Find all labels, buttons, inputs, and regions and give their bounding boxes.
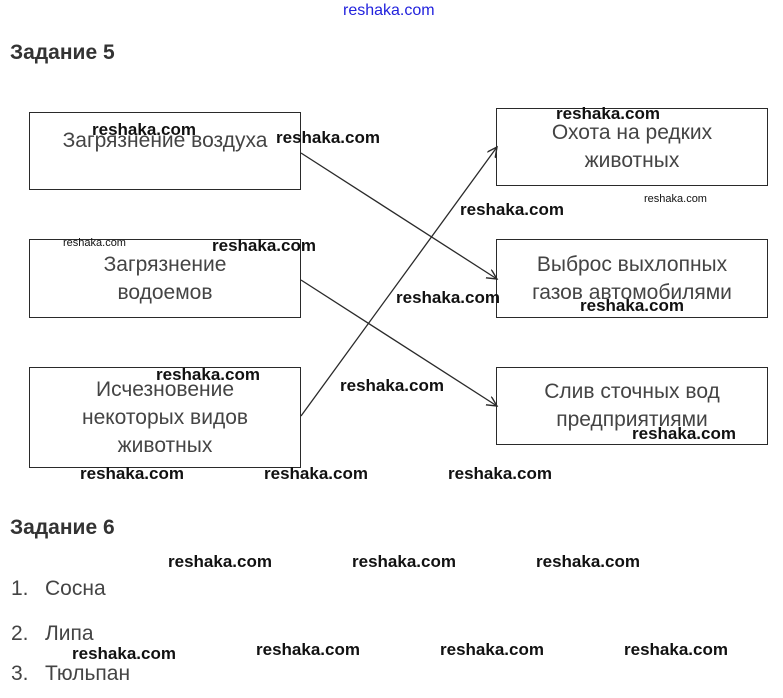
box-sewage-label: Слив сточных вод предприятиями — [544, 380, 720, 431]
watermark: reshaka.com — [264, 464, 368, 483]
box-air-pollution: Загрязнение воздуха — [29, 112, 301, 190]
watermark: reshaka.com — [624, 640, 728, 659]
watermark: reshaka.com — [340, 376, 444, 395]
list-item-label: Тюльпан — [45, 662, 131, 685]
box-species-extinction-label: Исчезновение некоторых видов животных — [81, 377, 249, 457]
watermark: reshaka.com — [460, 200, 564, 219]
list-item: 3. Тюльпан — [11, 662, 130, 686]
watermark: reshaka.com — [212, 236, 316, 255]
task6-heading: Задание 6 — [10, 516, 115, 539]
box-water-pollution: Загрязнение водоемов — [29, 239, 301, 318]
box-water-pollution-label: Загрязнение водоемов — [103, 252, 227, 304]
watermark: reshaka.com — [580, 296, 684, 315]
box-exhaust-label: Выброс выхлопных газов автомобилями — [532, 252, 732, 304]
watermark: reshaka.com — [256, 640, 360, 659]
watermark: reshaka.com — [276, 128, 380, 147]
watermark: reshaka.com — [448, 464, 552, 483]
box-hunting-label: Охота на редких животных — [551, 121, 713, 172]
list-item-number: 1. — [11, 577, 29, 600]
box-hunting: Охота на редких животных — [496, 108, 768, 186]
list-item-number: 3. — [11, 662, 29, 685]
box-exhaust: Выброс выхлопных газов автомобилями — [496, 239, 768, 318]
box-species-extinction: Исчезновение некоторых видов животных — [29, 367, 301, 468]
box-air-pollution-label: Загрязнение воздуха — [62, 129, 268, 152]
arrow-air-to-exhaust — [300, 152, 497, 279]
list-item-number: 2. — [11, 622, 29, 645]
arrow-water-to-sewage — [300, 279, 497, 406]
list-item: 2. Липа — [11, 622, 94, 646]
list-item-label: Липа — [45, 622, 94, 645]
watermark: reshaka.com — [92, 120, 196, 139]
watermark: reshaka.com — [168, 552, 272, 571]
list-item-label: Сосна — [45, 577, 106, 600]
watermark: reshaka.com — [644, 193, 707, 205]
watermark: reshaka.com — [63, 237, 126, 249]
watermark: reshaka.com — [440, 640, 544, 659]
box-sewage: Слив сточных вод предприятиями — [496, 367, 768, 445]
watermark: reshaka.com — [156, 365, 260, 384]
watermark: reshaka.com — [80, 464, 184, 483]
watermark: reshaka.com — [556, 104, 660, 123]
watermark: reshaka.com — [72, 644, 176, 663]
task5-heading: Задание 5 — [10, 41, 115, 64]
list-item: 1. Сосна — [11, 577, 106, 601]
watermark: reshaka.com — [536, 552, 640, 571]
watermark: reshaka.com — [632, 424, 736, 443]
site-watermark-top: reshaka.com — [343, 2, 435, 19]
watermark: reshaka.com — [396, 288, 500, 307]
arrow-extinction-to-hunting — [300, 147, 497, 417]
watermark: reshaka.com — [352, 552, 456, 571]
